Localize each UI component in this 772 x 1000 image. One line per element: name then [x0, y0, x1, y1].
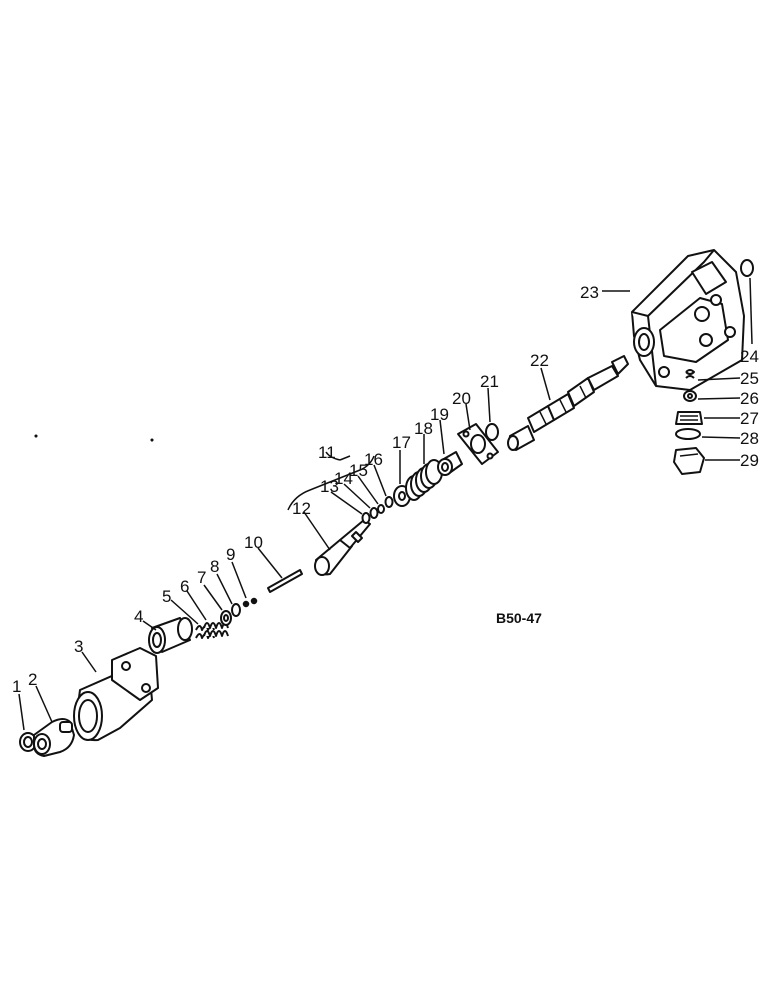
part-13-ring — [361, 512, 371, 524]
part-26-ball — [683, 390, 697, 402]
label-part-11: 11 — [318, 443, 336, 462]
label-part-14: 14 — [334, 469, 353, 488]
label-part-23: 23 — [580, 283, 599, 302]
scan-speck — [34, 434, 38, 438]
label-part-2: 2 — [28, 670, 37, 689]
part-14-ring — [369, 507, 379, 519]
part-28-washer — [675, 428, 701, 440]
leader-lines — [18, 277, 753, 731]
part-18-spring — [405, 459, 443, 501]
label-part-1: 1 — [12, 677, 21, 696]
part-19-cap — [437, 451, 463, 476]
part-3-housing — [73, 647, 159, 742]
part-17-washer — [393, 485, 411, 507]
part-labels: 1 2 3 4 5 6 7 8 9 10 11 12 13 14 15 16 1… — [12, 283, 759, 696]
part-12-stem — [314, 519, 371, 576]
label-part-10: 10 — [244, 533, 263, 552]
label-part-6: 6 — [180, 577, 189, 596]
label-part-17: 17 — [392, 433, 411, 452]
part-4-sleeve — [148, 617, 193, 654]
label-part-9: 9 — [226, 545, 235, 564]
drawing-code: B50-47 — [496, 610, 542, 626]
label-part-15: 15 — [349, 461, 368, 480]
label-part-24: 24 — [740, 347, 759, 366]
part-9-balls — [242, 597, 258, 608]
label-part-16: 16 — [364, 450, 383, 469]
part-8-ring — [231, 603, 241, 617]
scan-speck — [150, 438, 154, 442]
part-10-pin — [267, 569, 303, 593]
label-part-27: 27 — [740, 409, 759, 428]
part-2-plug — [33, 718, 75, 757]
label-part-21: 21 — [480, 372, 499, 391]
label-part-13: 13 — [320, 477, 339, 496]
part-24-o-ring — [740, 259, 754, 277]
part-21-o-ring — [485, 423, 499, 441]
label-part-7: 7 — [197, 568, 206, 587]
label-part-12: 12 — [292, 499, 311, 518]
part-22-spool — [507, 355, 629, 451]
label-part-25: 25 — [740, 369, 759, 388]
label-part-28: 28 — [740, 429, 759, 448]
label-part-18: 18 — [414, 419, 433, 438]
label-part-26: 26 — [740, 389, 759, 408]
part-29-plug — [673, 447, 705, 475]
part-15-ring — [377, 504, 385, 514]
part-16-ring — [384, 496, 394, 508]
part-27-fitting — [675, 411, 703, 425]
label-part-5: 5 — [162, 587, 171, 606]
label-part-20: 20 — [452, 389, 471, 408]
part-23-valve-body — [631, 249, 745, 391]
part-6-spring — [203, 622, 229, 637]
part-7-washer — [220, 610, 232, 626]
label-part-8: 8 — [210, 557, 219, 576]
label-part-3: 3 — [74, 637, 83, 656]
label-part-4: 4 — [134, 607, 143, 626]
label-part-29: 29 — [740, 451, 759, 470]
part-25-spring — [685, 369, 695, 379]
label-part-19: 19 — [430, 405, 449, 424]
label-part-22: 22 — [530, 351, 549, 370]
